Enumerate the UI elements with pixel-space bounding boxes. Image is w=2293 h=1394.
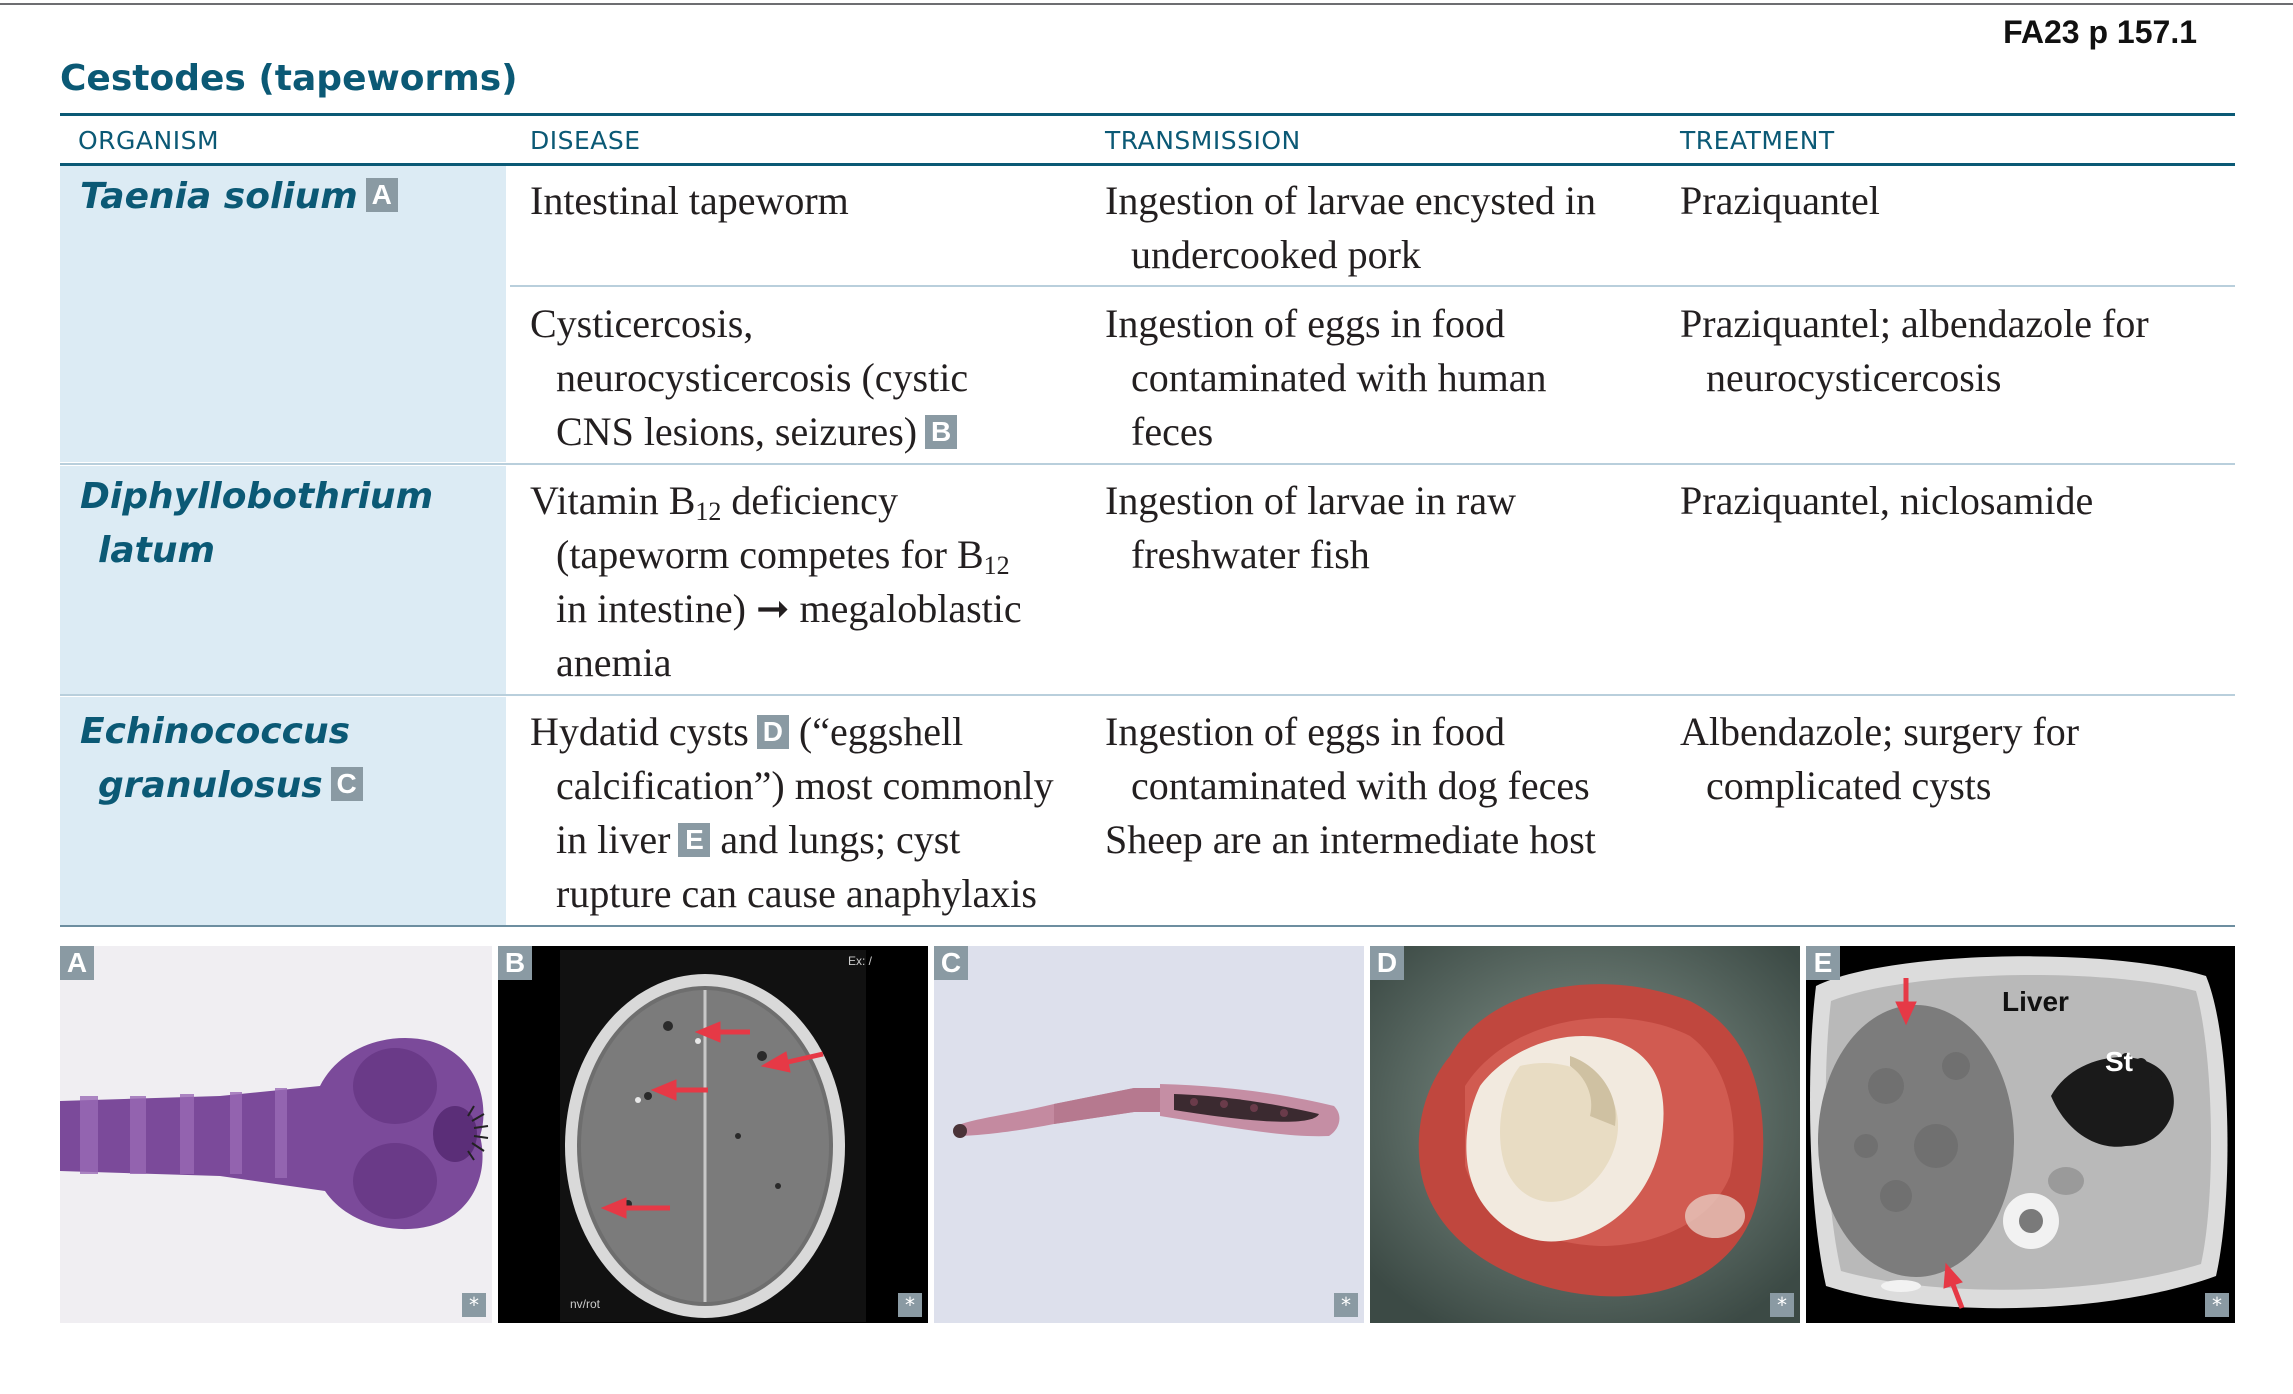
transmission-text: contaminated with dog feces xyxy=(1131,763,1590,808)
row-divider xyxy=(60,463,2235,465)
treatment-cell: Albendazole; surgery for complicated cys… xyxy=(1680,705,2079,813)
subscript: 12 xyxy=(983,551,1010,580)
organism-cell-diphyllobothrium: Diphyllobothrium latum xyxy=(60,466,506,694)
figure-ref-badge: A xyxy=(365,178,398,212)
column-header-transmission: TRANSMISSION xyxy=(1105,126,1301,155)
transmission-text: undercooked pork xyxy=(1131,232,1421,277)
treatment-cell: Praziquantel, niclosamide xyxy=(1680,474,2093,528)
disease-text: calcification”) most commonly xyxy=(556,763,1054,808)
page-title: Cestodes (tapeworms) xyxy=(60,58,518,99)
column-header-disease: DISEASE xyxy=(530,126,641,155)
organism-name-line: Diphyllobothrium xyxy=(80,476,434,517)
abdominal-ct-image xyxy=(1806,946,2235,1323)
disease-cell: Vitamin B12 deficiency (tapeworm compete… xyxy=(530,474,1022,690)
figure-panel-c: C * xyxy=(934,946,1364,1323)
disease-text: Cysticercosis, xyxy=(530,301,754,346)
treatment-text: Praziquantel xyxy=(1680,178,1880,223)
table-header: ORGANISM DISEASE TRANSMISSION TREATMENT xyxy=(60,116,2235,164)
column-header-organism: ORGANISM xyxy=(78,126,220,155)
figure-panel-d: D * xyxy=(1370,946,1800,1323)
panel-label: E xyxy=(1806,946,1840,980)
transmission-cell: Ingestion of eggs in food contaminated w… xyxy=(1105,705,1596,867)
echinococcus-adult-image xyxy=(934,946,1364,1323)
license-marker: * xyxy=(1334,1293,1358,1317)
disease-text: Hydatid cysts xyxy=(530,709,749,754)
liver-annotation: Liver xyxy=(2002,986,2069,1017)
stomach-annotation: St xyxy=(2105,1046,2133,1077)
transmission-text: Ingestion of larvae encysted in xyxy=(1105,178,1596,223)
organism-name-line: latum xyxy=(98,530,215,571)
row-divider xyxy=(510,285,2235,287)
treatment-text: complicated cysts xyxy=(1706,763,1992,808)
transmission-text: freshwater fish xyxy=(1131,532,1370,577)
transmission-cell: Ingestion of larvae encysted in undercoo… xyxy=(1105,174,1596,282)
license-marker: * xyxy=(2205,1293,2229,1317)
transmission-text: Ingestion of larvae in raw xyxy=(1105,478,1516,523)
treatment-text: Praziquantel, niclosamide xyxy=(1680,478,2094,523)
panel-label: C xyxy=(934,946,968,980)
panel-label: B xyxy=(498,946,532,980)
hydatid-cyst-specimen-image xyxy=(1370,946,1800,1323)
disease-text: rupture can cause anaphylaxis xyxy=(556,871,1037,916)
disease-text: Intestinal tapeworm xyxy=(530,178,849,223)
subscript: 12 xyxy=(695,497,722,526)
transmission-cell: Ingestion of eggs in food contaminated w… xyxy=(1105,297,1546,459)
license-marker: * xyxy=(1770,1293,1794,1317)
disease-text: anemia xyxy=(556,640,672,685)
top-rule xyxy=(0,3,2293,5)
disease-text: (“eggshell xyxy=(788,709,964,754)
transmission-text: Ingestion of eggs in food xyxy=(1105,301,1505,346)
transmission-text: Sheep are an intermediate host xyxy=(1105,817,1596,862)
organism-name-line: granulosus xyxy=(98,765,323,806)
brain-ct-image xyxy=(498,946,928,1323)
organism-name: Diphyllobothrium latum xyxy=(80,470,433,578)
figure-ref-badge: B xyxy=(925,415,958,449)
figure-panel-a: A * xyxy=(60,946,492,1323)
figure-ref-badge: E xyxy=(678,823,711,857)
license-marker: * xyxy=(898,1293,922,1317)
treatment-text: Praziquantel; albendazole for xyxy=(1680,301,2149,346)
figure-panel-e: Liver St E * xyxy=(1806,946,2235,1323)
disease-text: deficiency xyxy=(721,478,898,523)
disease-text: CNS lesions, seizures) xyxy=(556,409,918,454)
tapeworm-scolex-image xyxy=(60,946,492,1323)
figure-ref-badge: C xyxy=(330,767,363,801)
transmission-text: feces xyxy=(1131,409,1214,454)
panel-label: D xyxy=(1370,946,1404,980)
organism-name-text: Taenia solium xyxy=(80,176,358,217)
row-divider xyxy=(60,694,2235,696)
transmission-text: contaminated with human xyxy=(1131,355,1547,400)
title-rule xyxy=(60,113,2235,116)
treatment-cell: Praziquantel; albendazole for neurocysti… xyxy=(1680,297,2149,405)
disease-text: in intestine) ➞ megaloblastic xyxy=(556,586,1022,631)
ct-footer-text: nv/rot xyxy=(570,1297,601,1311)
figure-panel-b: Ex: / nv/rot B * xyxy=(498,946,928,1323)
page-reference: FA23 p 157.1 xyxy=(2003,14,2197,50)
license-marker: * xyxy=(462,1293,486,1317)
disease-text: (tapeworm competes for B xyxy=(556,532,984,577)
transmission-cell: Ingestion of larvae in raw freshwater fi… xyxy=(1105,474,1516,582)
treatment-text: Albendazole; surgery for xyxy=(1680,709,2080,754)
treatment-text: neurocysticercosis xyxy=(1706,355,2002,400)
disease-text: Vitamin B xyxy=(530,478,696,523)
transmission-text: Ingestion of eggs in food xyxy=(1105,709,1505,754)
column-header-treatment: TREATMENT xyxy=(1680,126,1835,155)
treatment-cell: Praziquantel xyxy=(1680,174,1880,228)
organism-name-line: Echinococcus xyxy=(80,711,351,752)
header-rule xyxy=(60,163,2235,166)
disease-text: neurocysticercosis (cystic xyxy=(556,355,969,400)
table-bottom-rule xyxy=(60,925,2235,927)
figure-ref-badge: D xyxy=(756,715,789,749)
disease-cell: Cysticercosis, neurocysticercosis (cysti… xyxy=(530,297,968,459)
disease-cell: Intestinal tapeworm xyxy=(530,174,849,228)
ct-corner-text: Ex: / xyxy=(847,954,872,968)
disease-text: and lungs; cyst xyxy=(710,817,961,862)
disease-text: in liver xyxy=(556,817,671,862)
panel-label: A xyxy=(60,946,94,980)
